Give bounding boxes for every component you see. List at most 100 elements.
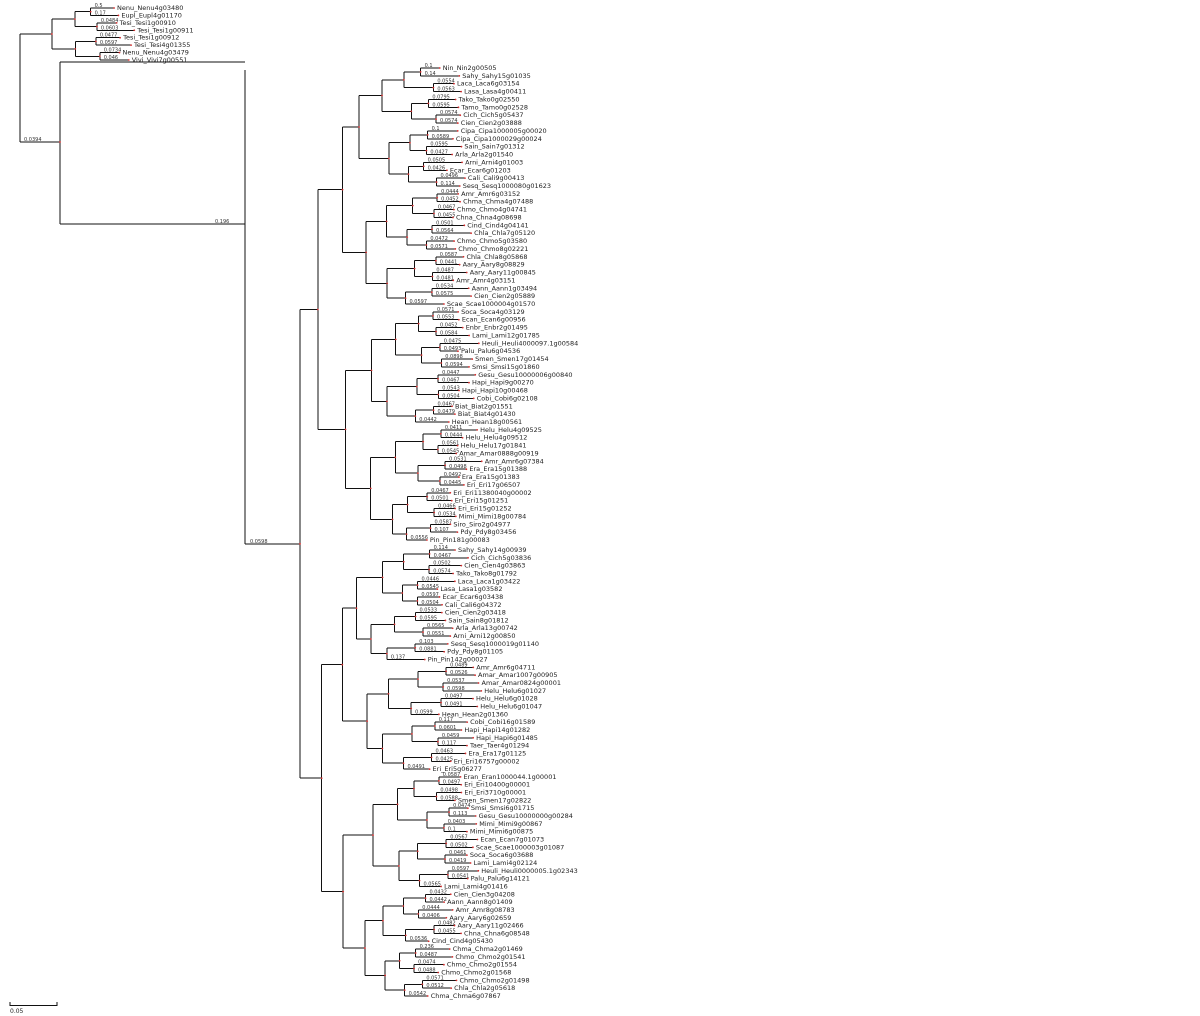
node-marker: [448, 948, 451, 950]
node-marker: [450, 987, 453, 990]
node-marker: [410, 707, 413, 710]
node-marker: [445, 670, 448, 673]
support-value: 0.0497: [445, 694, 463, 700]
leaf-label: Aann_Aann1g03494: [472, 284, 538, 292]
support-value: 0.0455: [438, 928, 456, 934]
node-marker: [437, 740, 439, 743]
node-marker: [113, 7, 115, 9]
support-value: 0.0444: [441, 189, 459, 195]
support-value: 0.0444: [445, 433, 463, 439]
leaf-label: Tesi_Tesi1g00912: [122, 34, 179, 42]
leaf-label: Palu_Palu6g14121: [471, 875, 530, 883]
leaf-label: Aary_Aary11g02466: [457, 922, 523, 930]
leaf-label: Nin_Nin2g00505: [443, 64, 497, 72]
leaf-label: Cien_Cien3g04208: [454, 890, 515, 898]
node-marker: [391, 518, 394, 521]
node-marker: [454, 549, 456, 551]
support-value: 0.0567: [450, 835, 468, 841]
leaf-label: Tamo_Tamo0g02528: [460, 103, 528, 111]
node-marker: [451, 405, 453, 408]
support-value: 0.0597: [421, 592, 439, 598]
leaf-label: Era_Era17g01125: [468, 749, 526, 757]
node-marker: [420, 354, 423, 357]
node-marker: [441, 603, 443, 606]
node-marker: [403, 989, 406, 992]
leaf-label: Laca_Laca1g03422: [458, 577, 521, 585]
leaf-label: Arni_Arni12g00850: [453, 632, 515, 640]
node-marker: [438, 67, 441, 69]
support-value: 0.0571: [426, 975, 444, 981]
node-marker: [458, 263, 461, 266]
leaf-label: Cind_Cind4g04141: [467, 221, 528, 229]
node-marker: [438, 596, 441, 598]
leaf-label: Sesq_Sesq1000019g01140: [451, 640, 539, 648]
node-marker: [461, 161, 463, 164]
node-marker: [386, 400, 388, 403]
leaf-label: Tesi_Tesi4g01355: [133, 41, 190, 49]
leaf-label: Lasa_Lasa1g03582: [440, 585, 502, 593]
node-marker: [421, 983, 424, 986]
node-marker: [435, 118, 437, 121]
node-marker: [455, 452, 458, 455]
node-marker: [74, 47, 77, 50]
support-value: 0.0491: [407, 764, 425, 770]
node-marker: [411, 732, 413, 735]
leaf-label: Aary_Aary11g00845: [470, 269, 536, 277]
node-marker: [457, 106, 460, 109]
node-marker: [477, 682, 480, 684]
node-marker: [466, 877, 469, 880]
support-value: 0.0498: [440, 788, 458, 794]
support-value: 0.0561: [442, 441, 460, 447]
leaf-label: Amr_Amr4g03151: [456, 276, 515, 284]
support-value: 0.0501: [431, 496, 449, 502]
node-marker: [457, 318, 460, 321]
leaf-label: Sahy_Sahy15g01035: [462, 72, 530, 80]
node-marker: [423, 658, 426, 661]
node-marker: [449, 491, 452, 494]
node-marker: [456, 531, 459, 534]
node-marker: [471, 358, 474, 360]
leaf-label: Cien_Cien2g05889: [474, 292, 535, 300]
leaf-label: Helu_Helu4g09525: [480, 426, 542, 434]
leaf-label: Soca_Soca6g03688: [470, 851, 534, 859]
leaf-label: Pin_Pin142g00027: [428, 656, 488, 664]
node-marker: [115, 21, 118, 24]
node-marker: [449, 893, 452, 896]
node-marker: [365, 251, 368, 254]
support-value: 0.0479: [437, 409, 455, 415]
support-value: 0.0425: [436, 756, 454, 762]
node-marker: [426, 995, 429, 997]
support-value: 0.0537: [447, 678, 465, 684]
support-value: 0.0461: [449, 850, 467, 856]
leaf-label: Sahy_Sahy14g00939: [458, 546, 526, 554]
node-marker: [442, 826, 445, 829]
leaf-label: Gesu_Gesu10000000g00284: [479, 812, 573, 820]
node-marker: [457, 310, 460, 313]
support-value: 0.114: [434, 545, 448, 551]
node-marker: [446, 873, 449, 876]
node-marker: [472, 736, 475, 739]
leaf-label: Chmo_Chmo2g01568: [441, 969, 511, 977]
support-value: 0.236: [420, 944, 434, 950]
node-marker: [59, 141, 61, 143]
leaf-label: Pdy_Pdy8g03456: [460, 528, 516, 536]
node-marker: [426, 539, 428, 541]
node-marker: [451, 627, 454, 630]
node-marker: [413, 267, 416, 270]
leaf-label: Taer_Taer4g01294: [469, 742, 529, 750]
support-value: 0.0452: [440, 323, 458, 329]
node-marker: [366, 720, 369, 723]
node-marker: [444, 464, 447, 467]
node-marker: [455, 979, 458, 982]
leaf-label: Gesu_Gesu10000006g00840: [478, 371, 572, 379]
node-marker: [432, 314, 434, 317]
node-marker: [299, 542, 301, 545]
support-value: 0.0595: [430, 142, 448, 148]
support-value: 0.0497: [443, 780, 461, 786]
node-marker: [460, 791, 463, 794]
support-value: 0.0455: [438, 212, 456, 218]
leaf-label: Ecan_Ecan7g01073: [480, 836, 544, 844]
support-value: 0.0601: [439, 725, 457, 731]
support-value: 0.0575: [436, 291, 454, 297]
node-marker: [429, 527, 432, 530]
